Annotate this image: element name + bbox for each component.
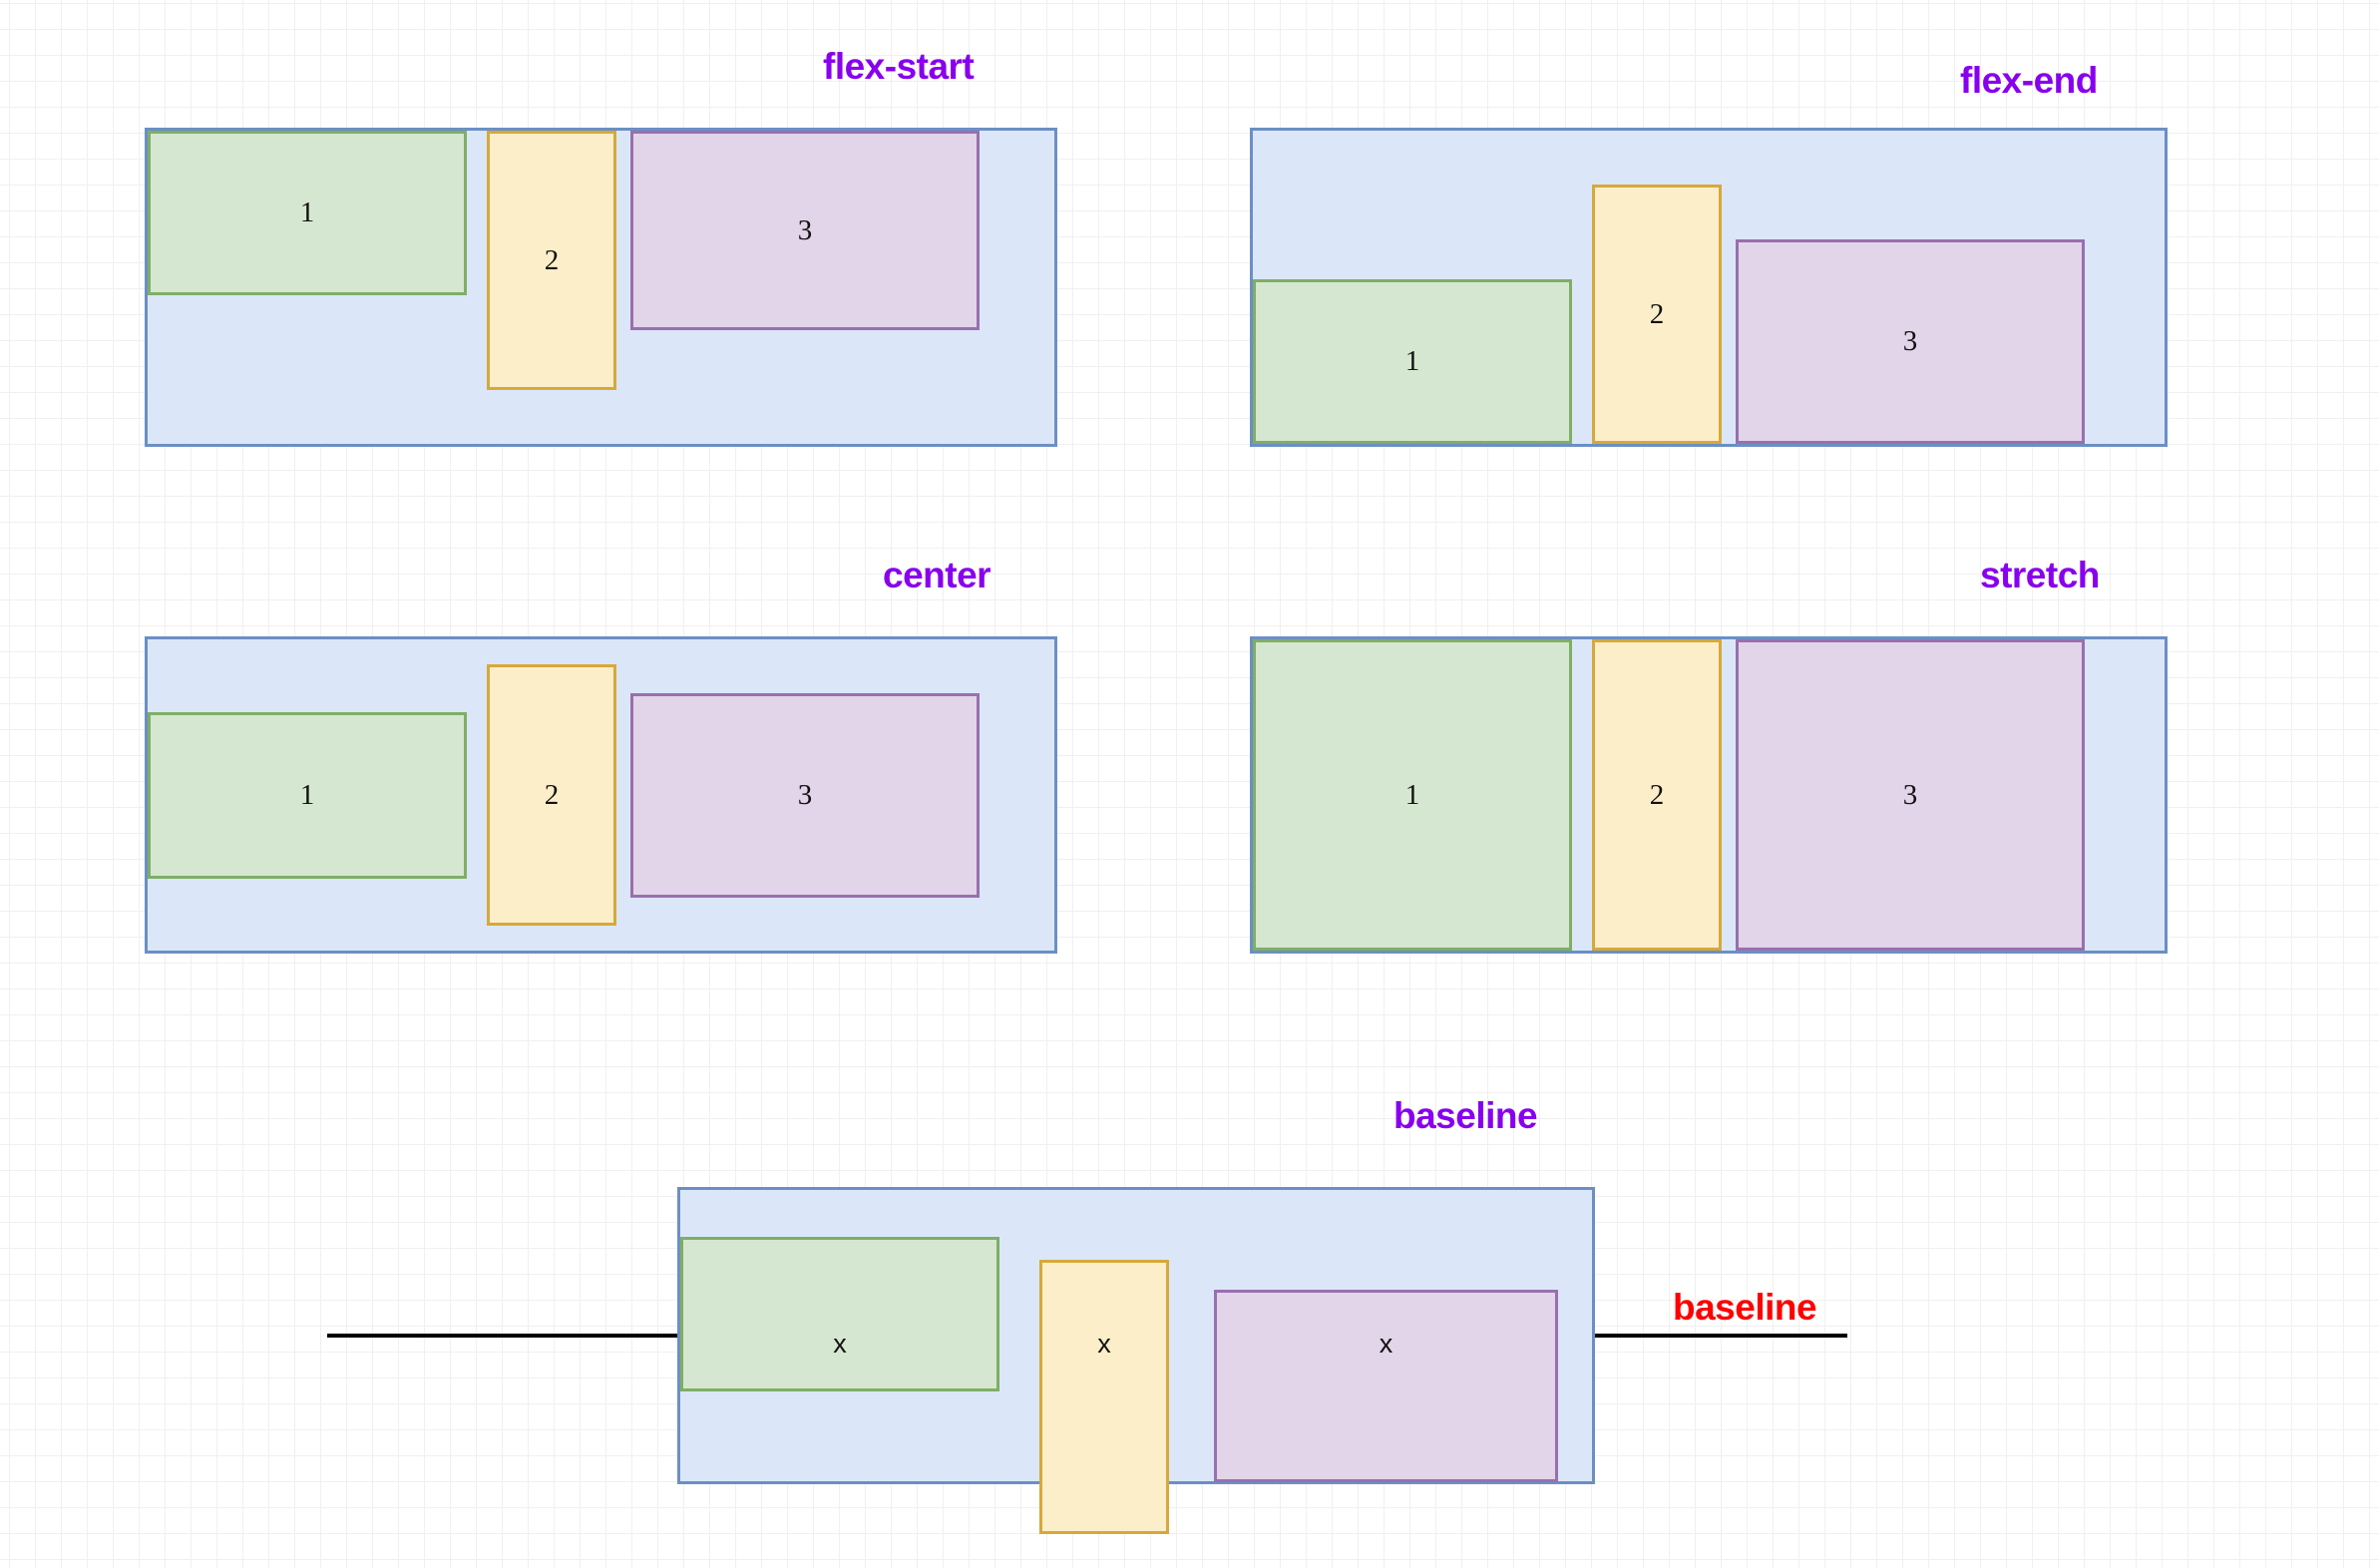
flex-container-flex-start: 1 2 3 xyxy=(145,128,1057,447)
flex-item-label: 3 xyxy=(797,778,813,811)
flex-item-2: 2 xyxy=(487,664,616,926)
flex-item-3: 3 xyxy=(1736,639,2085,951)
flex-item-2: x xyxy=(1039,1260,1169,1534)
flex-item-3: 3 xyxy=(1736,239,2085,444)
flex-item-label: 3 xyxy=(1902,325,1918,357)
flex-item-1: x xyxy=(680,1237,999,1391)
flex-item-label: 3 xyxy=(1902,778,1918,811)
flex-item-2: 2 xyxy=(487,131,616,390)
flex-container-center: 1 2 3 xyxy=(145,636,1057,954)
flex-item-label: x xyxy=(1097,1329,1111,1359)
panel-title-center: center xyxy=(883,555,991,595)
flex-item-1: 1 xyxy=(1253,279,1572,444)
flex-item-label: 2 xyxy=(1649,297,1665,330)
flex-item-1: 1 xyxy=(1253,639,1572,951)
panel-title-stretch: stretch xyxy=(1980,555,2100,595)
flex-item-2: 2 xyxy=(1592,639,1722,951)
flex-container-flex-end: 1 2 3 xyxy=(1250,128,2168,447)
flex-item-label: 1 xyxy=(1404,345,1420,377)
flex-item-1: 1 xyxy=(148,131,467,295)
flex-item-label: 1 xyxy=(299,196,315,228)
panel-title-baseline: baseline xyxy=(1393,1095,1538,1136)
flex-item-3: x xyxy=(1214,1290,1558,1482)
flex-item-label: x xyxy=(833,1329,847,1359)
flex-item-label: 1 xyxy=(299,778,315,811)
panel-title-flex-end: flex-end xyxy=(1960,60,2098,101)
flex-item-label: 2 xyxy=(1649,778,1665,811)
flex-item-label: 3 xyxy=(797,213,813,246)
flex-container-stretch: 1 2 3 xyxy=(1250,636,2168,954)
panel-title-flex-start: flex-start xyxy=(823,46,975,87)
flex-container-baseline: x x x xyxy=(677,1187,1595,1534)
flex-item-label: 1 xyxy=(1404,778,1420,811)
flex-item-3: 3 xyxy=(630,692,980,898)
flex-item-2: 2 xyxy=(1592,185,1722,444)
flex-item-label: x xyxy=(1379,1329,1393,1359)
flex-item-1: 1 xyxy=(148,711,467,879)
flex-item-3: 3 xyxy=(630,131,980,330)
baseline-line-label: baseline xyxy=(1673,1287,1817,1328)
flex-item-label: 2 xyxy=(544,243,560,276)
flex-item-label: 2 xyxy=(544,778,560,811)
